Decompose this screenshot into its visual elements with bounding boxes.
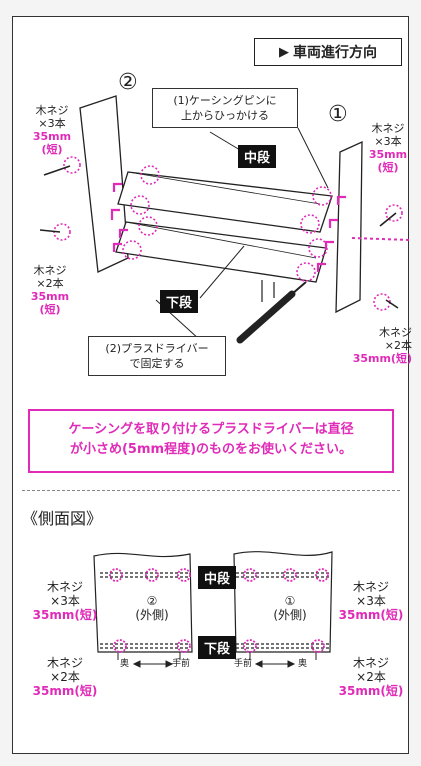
screwdriver-shape <box>236 281 307 344</box>
screw-label-top-left: 木ネジ ×3本 35mm (短) <box>32 104 72 156</box>
side-view-drawing <box>93 551 333 668</box>
screw-label-top-right: 木ネジ ×3本 35mm (短) <box>368 122 408 174</box>
assembly-drawing <box>39 95 411 344</box>
side-left-axis-front: 手前 <box>172 659 191 669</box>
side-right-bottom-screw: 木ネジ ×2本 35mm(短) <box>338 656 404 698</box>
car-icon: ▶ <box>279 44 289 60</box>
panel-2-shape <box>79 95 129 273</box>
callout-hook: (1)ケーシングピンに 上からひっかける <box>152 88 298 128</box>
side-left-top-screw: 木ネジ ×3本 35mm(短) <box>32 580 98 622</box>
screw-shafts <box>39 165 399 309</box>
section-divider <box>22 490 400 491</box>
screwdriver-notice: ケーシングを取り付けるプラスドライバーは直径 が小さめ(5mm程度)のものをお使… <box>28 409 394 473</box>
instruction-frame <box>12 16 409 754</box>
panel-1-number: ① <box>328 102 348 127</box>
side-right-axis-back: 奥 <box>298 659 308 669</box>
side-right-axis-front: 手前 <box>234 659 253 669</box>
panel-1-shape <box>335 140 363 314</box>
middle-shelf-label: 中段 <box>238 145 277 168</box>
side-screw-circles <box>109 568 329 653</box>
direction-label: 車両進行方向 <box>293 45 377 61</box>
side-view-title: 《側面図》 <box>22 509 103 528</box>
side-right-top-screw: 木ネジ ×3本 35mm(短) <box>338 580 404 622</box>
hook-marks <box>110 182 346 272</box>
screw-label-lower-right: 木ネジ ×2本 35mm(短) <box>352 326 412 365</box>
side-left-axis-back: 奥 <box>120 659 130 669</box>
panel-2-number: ② <box>118 70 138 95</box>
side-left-panel <box>93 552 193 653</box>
callout-fix: (2)プラスドライバー で固定する <box>88 336 226 376</box>
side-middle-label: 中段 <box>198 566 237 589</box>
direction-indicator: ▶ 車両進行方向 <box>254 38 402 66</box>
side-left-bottom-screw: 木ネジ ×2本 35mm(短) <box>32 656 98 698</box>
lower-shelf-shape <box>115 221 327 283</box>
side-left-panel-label: ② (外側) <box>135 594 169 622</box>
middle-shelf-shape <box>117 171 333 233</box>
lower-shelf-label: 下段 <box>160 290 199 313</box>
side-lower-label: 下段 <box>198 636 237 659</box>
screw-label-lower-left: 木ネジ ×2本 35mm (短) <box>30 264 70 316</box>
side-right-panel-label: ① (外側) <box>273 594 307 622</box>
